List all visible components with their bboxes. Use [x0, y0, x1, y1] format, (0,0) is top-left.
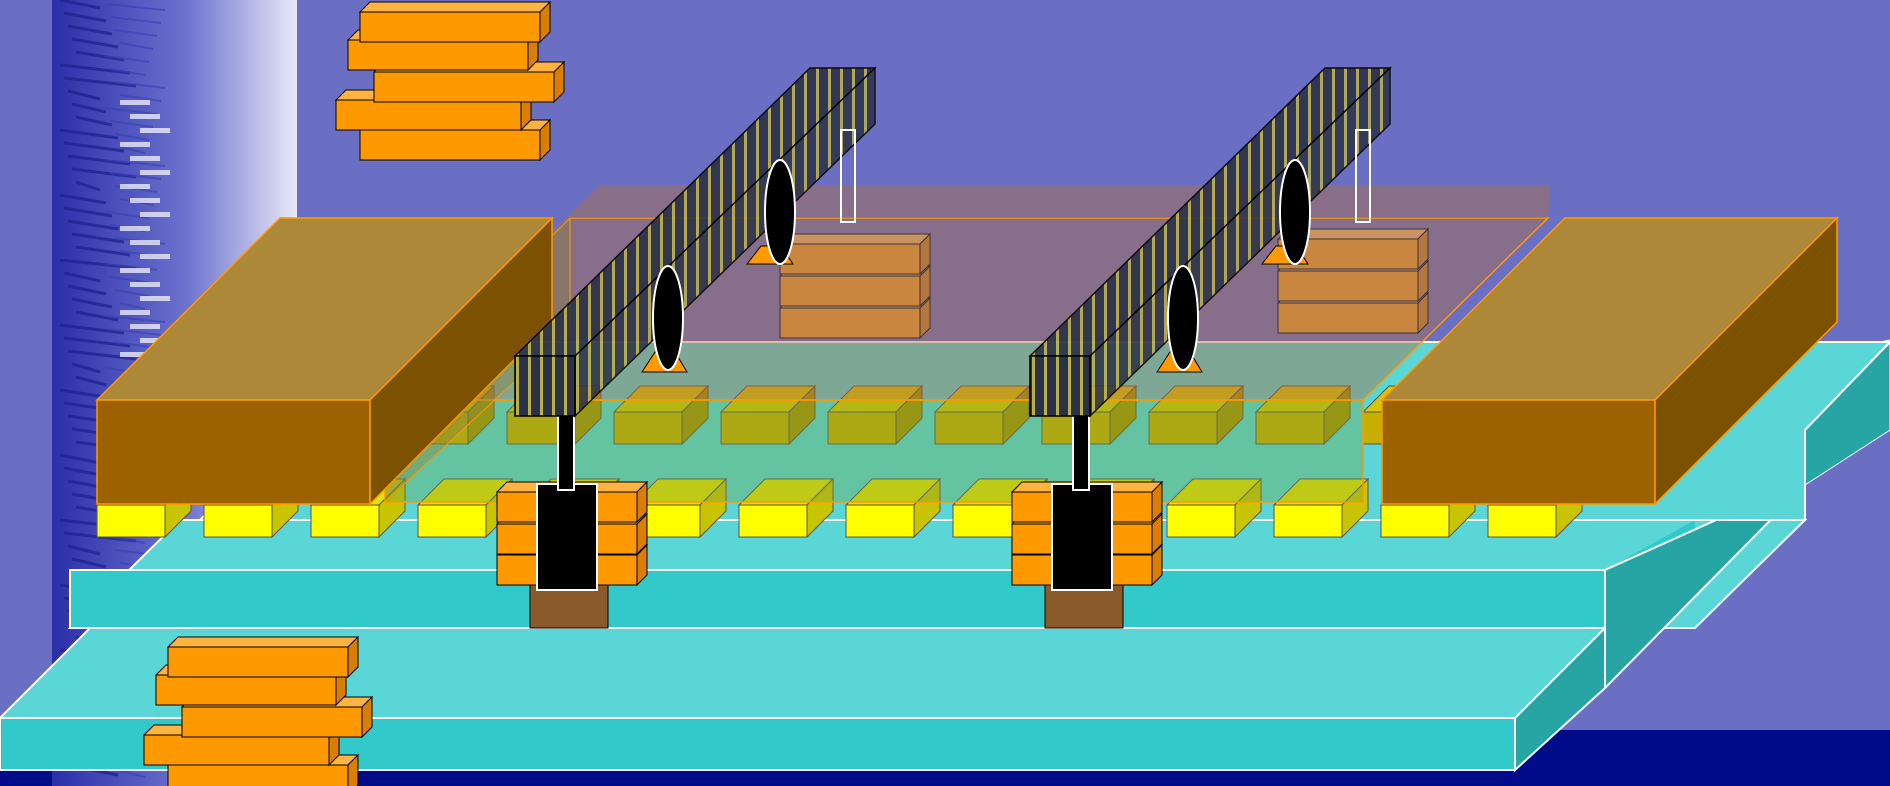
container-stack-faded — [780, 234, 930, 338]
